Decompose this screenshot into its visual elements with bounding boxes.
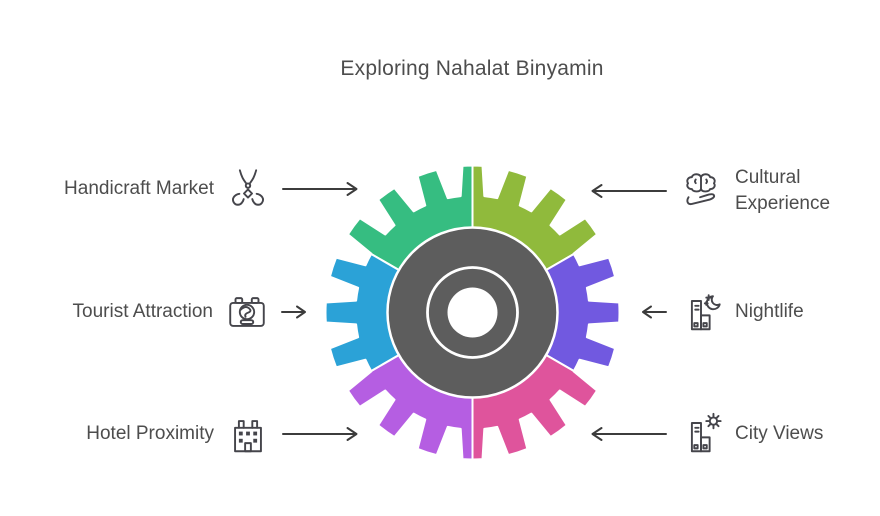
arrow-left-icon	[642, 305, 667, 319]
hotel-building-icon	[234, 420, 262, 453]
gear-diagram	[324, 164, 621, 461]
brain-hand-icon	[686, 173, 716, 206]
arrow-right-icon	[281, 305, 306, 319]
item-nightlife: Nightlife	[637, 284, 804, 340]
item-cultural-experience: Cultural Experience	[583, 163, 847, 219]
item-city-views: City Views	[583, 406, 823, 462]
item-label: Hotel Proximity	[86, 423, 214, 444]
item-label: Tourist Attraction	[72, 301, 213, 322]
building-sun-icon	[690, 412, 722, 453]
gear-ring	[426, 266, 519, 359]
arrow-right-icon	[282, 182, 358, 196]
item-handicraft-market: Handicraft Market	[0, 161, 366, 217]
building-moon-icon	[690, 294, 721, 331]
suitcase-globe-icon	[229, 297, 265, 327]
item-label: City Views	[735, 423, 824, 444]
item-hotel-proximity: Hotel Proximity	[0, 406, 366, 462]
page-title: Exploring Nahalat Binyamin	[340, 57, 604, 80]
arrow-left-icon	[591, 427, 667, 441]
arrow-right-icon	[282, 427, 358, 441]
handicraft-market-icon	[232, 169, 264, 206]
gear-center-hole	[447, 287, 498, 338]
arrow-left-icon	[591, 184, 667, 198]
item-label: Handicraft Market	[64, 178, 214, 199]
item-label: Nightlife	[735, 301, 804, 322]
item-label: Cultural Experience	[735, 166, 831, 214]
item-tourist-attraction: Tourist Attraction	[0, 284, 311, 340]
